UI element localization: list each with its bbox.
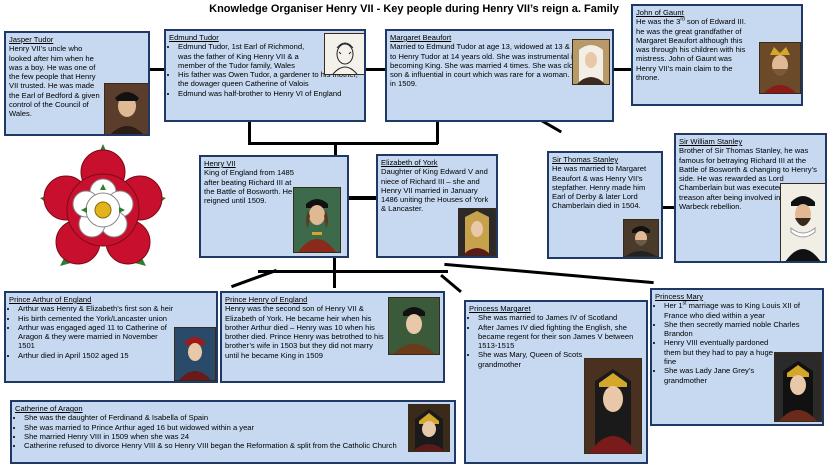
- list-item: Henry VIII eventually pardoned them but …: [664, 338, 775, 366]
- card-name: Princess Margaret: [469, 304, 531, 313]
- prince-arthur-card: Prince Arthur of England Arthur was Henr…: [4, 291, 218, 383]
- card-name: Catherine of Aragon: [15, 404, 83, 413]
- portrait-image: [408, 404, 450, 452]
- list-item: Arthur was Henry & Elizabeth’s first son…: [18, 304, 213, 313]
- card-text: Brother of Sir Thomas Stanley, he was fa…: [679, 146, 822, 212]
- list-item: She was married to Prince Arthur aged 16…: [24, 423, 451, 432]
- prince-henry-card: Prince Henry of England Henry was the se…: [220, 291, 445, 383]
- card-name: Margaret Beaufort: [390, 33, 452, 42]
- card-name: Jasper Tudor: [9, 35, 54, 44]
- connector-line: [663, 206, 675, 209]
- list-item: Arthur was engaged aged 11 to Catherine …: [18, 323, 169, 351]
- card-name: John of Gaunt: [636, 8, 684, 17]
- connector-line: [436, 122, 439, 144]
- card-text: Daughter of King Edward V and niece of R…: [381, 167, 489, 214]
- card-name: Henry VII: [204, 159, 236, 168]
- card-text: Henry VII’s uncle who looked after him w…: [9, 44, 100, 119]
- john-of-gaunt-card: John of Gaunt He was the 3rd son of Edwa…: [631, 4, 803, 106]
- list-item: Catherine refused to divorce Henry VIII …: [24, 441, 451, 450]
- sir-william-stanley-card: Sir William Stanley Brother of Sir Thoma…: [674, 133, 827, 263]
- portrait-image: [174, 327, 216, 381]
- portrait-image: [104, 83, 148, 134]
- list-item: She married Henry VIII in 1509 when she …: [24, 432, 451, 441]
- card-name: Princess Mary: [655, 292, 704, 301]
- princess-mary-card: Princess Mary Her 1st marriage was to Ki…: [650, 288, 824, 426]
- list-item: She then secretly married noble Charles …: [664, 320, 819, 339]
- card-name: Prince Arthur of England: [9, 295, 92, 304]
- connector-line: [258, 270, 448, 273]
- card-text: He was the 3rd son of Edward III. he was…: [636, 16, 746, 83]
- connector-line: [230, 268, 278, 289]
- margaret-beaufort-card: Margaret Beaufort Married to Edmund Tudo…: [385, 29, 614, 122]
- princess-margaret-card: Princess Margaret She was married to Jam…: [464, 300, 648, 464]
- portrait-image: [293, 187, 341, 253]
- list-item: She was Lady Jane Grey’s grandmother: [664, 366, 775, 385]
- list-item: His birth cemented the York/Lancaster un…: [18, 314, 213, 323]
- portrait-image: [780, 183, 825, 261]
- list-item: She was the daughter of Ferdinand & Isab…: [24, 413, 451, 422]
- portrait-image: [623, 219, 659, 257]
- list-item: Edmund Tudor, 1st Earl of Richmond, was …: [178, 42, 317, 70]
- elizabeth-of-york-card: Elizabeth of York Daughter of King Edwar…: [376, 154, 498, 258]
- list-item: Her 1st marriage was to King Louis XII o…: [664, 301, 819, 320]
- card-name: Edmund Tudor: [169, 33, 219, 42]
- portrait-image: [572, 39, 610, 85]
- list-item: She was Mary, Queen of Scots grandmother: [478, 350, 593, 369]
- connector-line: [333, 258, 336, 272]
- portrait-image: [759, 42, 801, 94]
- card-name: Prince Henry of England: [225, 295, 308, 304]
- connector-line: [248, 122, 251, 144]
- portrait-image: [584, 358, 642, 454]
- connector-line: [444, 262, 654, 285]
- list-item: Edmund was half-brother to Henry VI of E…: [178, 89, 361, 98]
- sir-thomas-stanley-card: Sir Thomas Stanley He was married to Mar…: [547, 151, 663, 259]
- jasper-tudor-card: Jasper Tudor Henry VII’s uncle who looke…: [4, 31, 150, 136]
- list-item: After James IV died fighting the English…: [478, 323, 643, 351]
- catherine-of-aragon-card: Catherine of Aragon She was the daughter…: [10, 400, 456, 464]
- list-item: His father was Owen Tudor, a gardener to…: [178, 70, 361, 89]
- portrait-image: [324, 33, 364, 75]
- card-name: Sir William Stanley: [679, 137, 743, 146]
- card-text: Henry was the second son of Henry VII & …: [225, 304, 384, 360]
- connector-line: [333, 272, 336, 288]
- portrait-image: [774, 352, 822, 422]
- tudor-rose-icon: [30, 140, 176, 276]
- connector-line: [346, 196, 376, 200]
- page-title: Knowledge Organiser Henry VII - Key peop…: [209, 3, 619, 15]
- connector-line: [148, 68, 166, 71]
- portrait-image: [458, 208, 496, 256]
- card-text: He was married to Margaret Beaufort & wa…: [552, 164, 647, 211]
- card-name: Elizabeth of York: [381, 158, 438, 167]
- connector-line: [364, 68, 386, 71]
- connector-line: [334, 142, 337, 156]
- list-item: Arthur died in April 1502 aged 15: [18, 351, 169, 360]
- card-name: Sir Thomas Stanley: [552, 155, 619, 164]
- edmund-tudor-card: Edmund Tudor Edmund Tudor, 1st Earl of R…: [164, 29, 366, 122]
- henry-vii-card: Henry VII King of England from 1485 afte…: [199, 155, 349, 258]
- connector-line: [612, 68, 632, 71]
- card-text: King of England from 1485 after beating …: [204, 168, 294, 206]
- connector-line: [248, 142, 438, 145]
- card-text: Married to Edmund Tudor at age 13, widow…: [390, 42, 606, 89]
- list-item: She was married to James IV of Scotland: [478, 313, 643, 322]
- portrait-image: [388, 297, 440, 355]
